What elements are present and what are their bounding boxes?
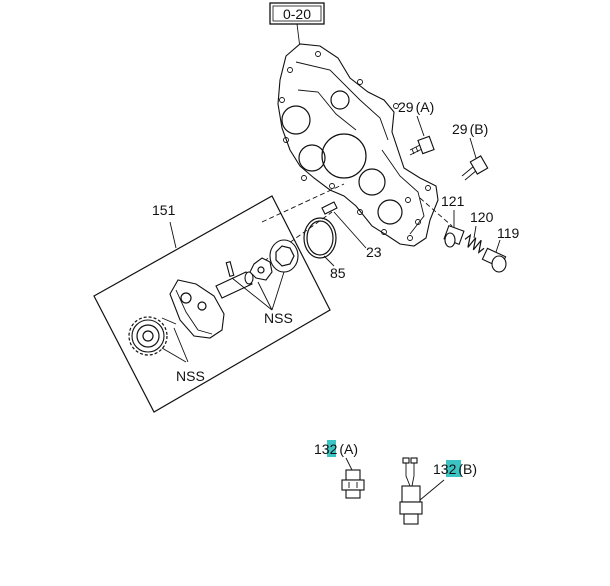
drive-gear[interactable] [128,316,177,356]
outer-rotor[interactable] [269,239,299,273]
o-ring-85-leader [323,255,335,267]
label-29b-suffix: (B) [470,121,489,137]
label-132a-highlight: 2 [330,441,338,457]
label-132a-prefix: 13 [314,441,330,457]
switch-132a-leader [345,457,353,471]
label-29a: 29(A) [398,99,434,115]
label-132a-suffix: (A) [339,441,358,457]
label-132b-highlight: 2 [449,461,457,477]
label-29a-number: 29 [398,99,414,115]
ref-box-label: 0-20 [283,6,311,22]
oil-pressure-switch-132a[interactable] [341,469,365,499]
bushing-121[interactable] [443,224,465,248]
inner-rotor[interactable] [249,257,273,281]
nss-pump-leaders [231,271,285,311]
nss-gear-leaders [161,327,189,363]
label-121: 121 [441,193,465,209]
pin-23[interactable] [321,201,338,215]
bolt-29b[interactable] [461,155,489,181]
oil-pressure-switch-132b[interactable] [399,457,423,525]
bolt-29a-leader [416,115,425,137]
key-pin[interactable] [225,261,235,277]
alignment-line-plug [419,197,453,227]
label-132b-prefix: 13 [433,461,449,477]
spring-120-leader [473,225,477,239]
oil-pump-assembly-box[interactable] [93,195,331,413]
pump-shaft[interactable] [215,271,254,299]
label-29b: 29(B) [452,121,488,137]
plug-119[interactable] [481,247,507,273]
plug-119-leader [495,239,501,253]
label-151: 151 [152,202,176,218]
label-29a-suffix: (A) [416,99,435,115]
bolt-29a[interactable] [409,135,435,156]
label-120: 120 [470,209,494,225]
label-nss-gear: NSS [176,368,205,384]
o-ring-85[interactable] [303,217,337,259]
alignment-line-pump [261,183,345,223]
pin-23-leader [333,211,367,249]
label-23: 23 [366,244,382,260]
spring-120[interactable] [462,233,486,254]
label-85: 85 [330,265,346,281]
oil-pump-assembly-leader [169,221,177,249]
label-132b-suffix: (B) [458,461,477,477]
timing-gear-case[interactable] [277,43,439,247]
label-119: 119 [497,225,520,241]
switch-132b-leader [419,479,445,501]
label-132a: 132(A) [314,441,358,457]
highlight-132a [327,440,336,457]
label-132b: 132(B) [433,461,477,477]
highlight-132b [446,460,461,477]
label-nss-pump: NSS [264,310,293,326]
pump-body[interactable] [169,279,225,339]
bolt-29b-leader [469,137,477,159]
label-29b-number: 29 [452,121,468,137]
ref-box[interactable]: 0-20 [269,2,325,25]
